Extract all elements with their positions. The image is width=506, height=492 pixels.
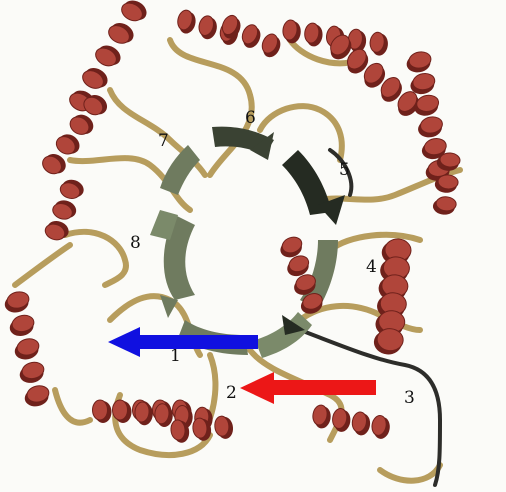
blue-arrow-shaft	[138, 335, 258, 349]
strand-label-2: 2	[226, 383, 237, 403]
strand-label-8: 8	[130, 233, 141, 253]
strand-label-7: 7	[158, 131, 169, 151]
strand-label-3: 3	[404, 388, 415, 408]
helix-turn	[113, 400, 128, 420]
strand-label-6: 6	[245, 108, 256, 128]
helix-turn	[93, 400, 108, 420]
red-arrow-shaft	[272, 380, 376, 395]
strand-label-4: 4	[366, 257, 377, 277]
strand-label-5: 5	[339, 160, 350, 180]
